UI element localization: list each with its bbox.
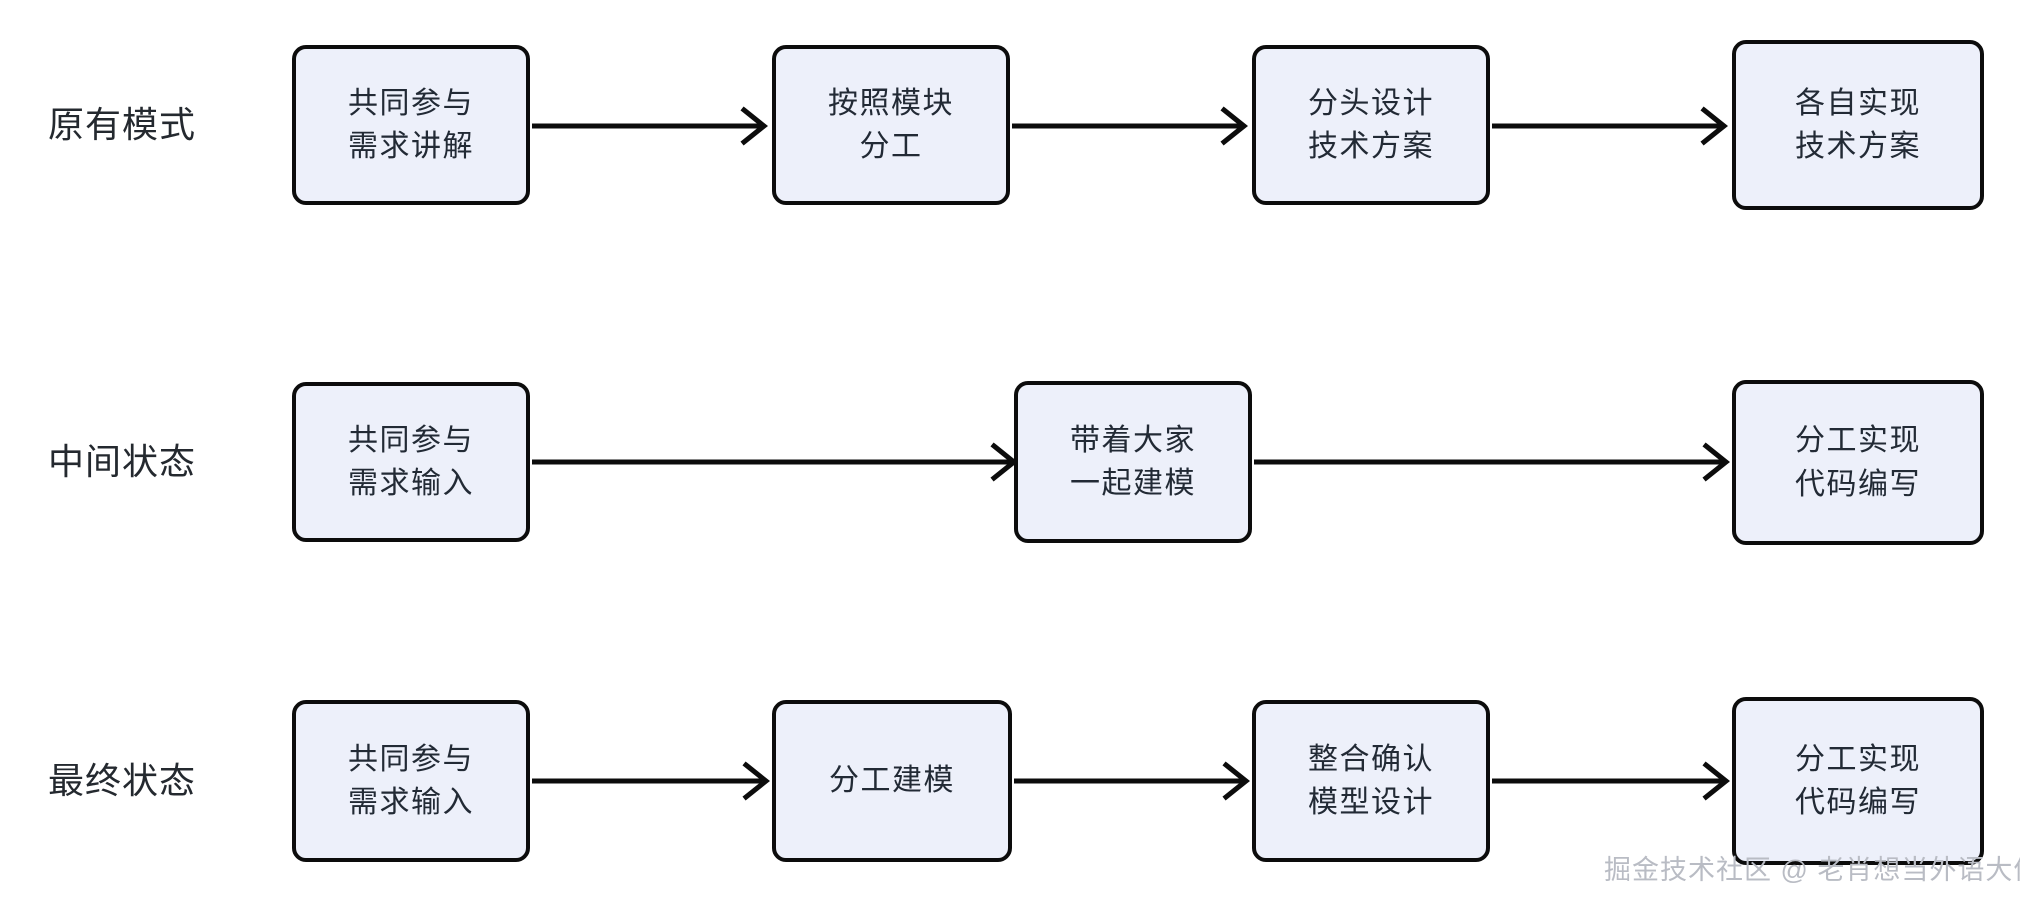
node-row2-col1-line1: 共同参与 bbox=[348, 423, 474, 457]
node-row1-col1-line2: 需求讲解 bbox=[348, 130, 474, 163]
node-row3-col4-line2: 代码编写 bbox=[1795, 786, 1921, 819]
node-row3-col3-line2: 模型设计 bbox=[1308, 786, 1434, 819]
node-row2-col1-line2: 需求输入 bbox=[348, 467, 474, 500]
node-row3-col2-line1: 分工建模 bbox=[829, 764, 955, 798]
node-row2-col3[interactable]: 分工实现 代码编写 bbox=[1732, 380, 1984, 545]
node-row1-col3[interactable]: 分头设计 技术方案 bbox=[1252, 45, 1490, 205]
node-row1-col4-line2: 技术方案 bbox=[1795, 130, 1921, 163]
node-row3-col3-line1: 整合确认 bbox=[1308, 742, 1434, 776]
node-row1-col4[interactable]: 各自实现 技术方案 bbox=[1732, 40, 1984, 210]
node-row2-col2-line1: 带着大家 bbox=[1070, 423, 1196, 457]
arrow-row2-2-to-3 bbox=[1254, 442, 1732, 482]
arrow-row3-2-to-3 bbox=[1014, 761, 1252, 801]
node-row2-col3-line1: 分工实现 bbox=[1795, 424, 1921, 457]
row-label-intermediate-state: 中间状态 bbox=[48, 441, 197, 482]
node-row1-col1-line1: 共同参与 bbox=[348, 86, 474, 120]
node-row2-col1[interactable]: 共同参与 需求输入 bbox=[292, 382, 530, 542]
node-row1-col2-line1: 按照模块 bbox=[828, 86, 954, 120]
node-row1-col1[interactable]: 共同参与 需求讲解 bbox=[292, 45, 530, 205]
arrow-row1-1-to-2 bbox=[532, 106, 770, 146]
node-row1-col2[interactable]: 按照模块 分工 bbox=[772, 45, 1010, 205]
node-row1-col3-line1: 分头设计 bbox=[1308, 86, 1434, 120]
watermark-text: 掘金技术社区 @ 老肖想当外语大佬 bbox=[1604, 855, 2020, 885]
node-row3-col1[interactable]: 共同参与 需求输入 bbox=[292, 700, 530, 862]
node-row1-col4-line1: 各自实现 bbox=[1795, 86, 1921, 120]
node-row3-col2[interactable]: 分工建模 bbox=[772, 700, 1012, 862]
node-row2-col2[interactable]: 带着大家 一起建模 bbox=[1014, 381, 1252, 543]
node-row3-col3[interactable]: 整合确认 模型设计 bbox=[1252, 700, 1490, 862]
arrow-row2-1-to-2 bbox=[532, 442, 1020, 482]
node-row1-col3-line2: 技术方案 bbox=[1308, 130, 1434, 163]
node-row3-col1-line2: 需求输入 bbox=[348, 786, 474, 819]
arrow-row1-3-to-4 bbox=[1492, 106, 1730, 146]
node-row3-col4-line1: 分工实现 bbox=[1795, 742, 1921, 776]
arrow-row3-1-to-2 bbox=[532, 761, 772, 801]
row-label-original-mode: 原有模式 bbox=[48, 104, 197, 145]
row-label-final-state: 最终状态 bbox=[48, 760, 197, 801]
node-row3-col4[interactable]: 分工实现 代码编写 bbox=[1732, 697, 1984, 865]
arrow-row3-3-to-4 bbox=[1492, 761, 1732, 801]
node-row2-col3-line2: 代码编写 bbox=[1795, 467, 1921, 501]
node-row3-col1-line1: 共同参与 bbox=[348, 742, 474, 776]
node-row2-col2-line2: 一起建模 bbox=[1070, 467, 1196, 500]
arrow-row1-2-to-3 bbox=[1012, 106, 1250, 146]
node-row1-col2-line2: 分工 bbox=[859, 130, 923, 163]
